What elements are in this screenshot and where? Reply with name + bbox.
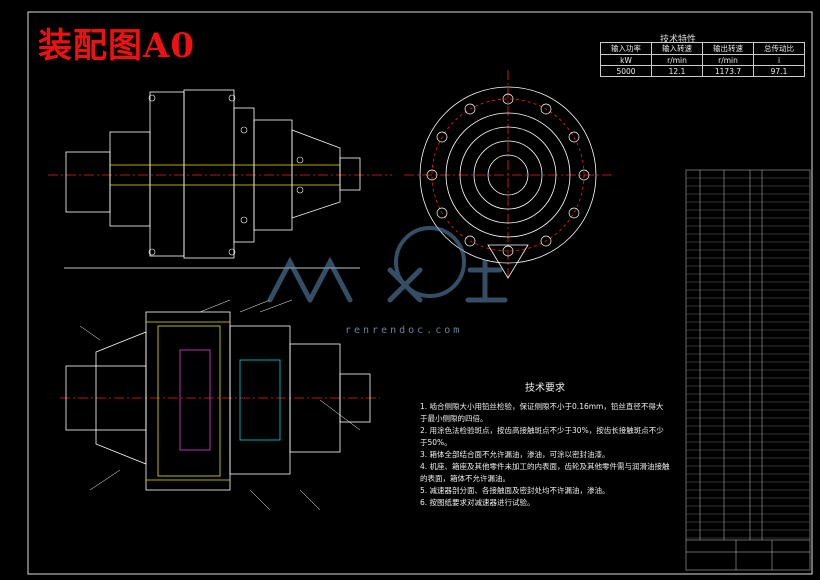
- spec-unit: r/min: [651, 54, 703, 66]
- section-leader-lines: [79, 299, 361, 511]
- spec-header: 输入转速: [651, 42, 703, 55]
- requirement-item: 1. 啮合侧隙大小用铅丝检验，保证侧隙不小于0.16mm，铅丝直径不得大于最小侧…: [420, 402, 664, 423]
- spec-value: 1173.7: [702, 65, 754, 77]
- end-view: [404, 70, 612, 280]
- requirement-item: 2. 用涂色法检验斑点，按齿高接触斑点不少于30%，按齿长接触斑点不少于50%。: [420, 426, 664, 447]
- spec-value: 12.1: [651, 65, 703, 77]
- section-view: [60, 311, 380, 491]
- spec-table: 输入功率 输入转速 输出转速 总传动比 kW r/min r/min i 500…: [600, 42, 805, 77]
- watermark-site: renrendoc.com: [345, 325, 463, 336]
- parts-list-rows: [686, 177, 810, 539]
- requirement-item: 5. 减速器剖分面、各接触面及密封处均不许漏油，渗油。: [420, 486, 610, 495]
- title-block: [686, 540, 810, 570]
- requirement-item: 4. 机座、箱座及其他零件未加工的内表面，齿轮及其他零件需与润滑油接触的表面，箱…: [420, 462, 670, 483]
- side-view-bolts: [148, 94, 304, 256]
- side-view: [48, 89, 392, 269]
- spec-unit: kW: [600, 54, 652, 66]
- requirement-item: 6. 按图纸要求对减速器进行试验。: [420, 498, 535, 507]
- drawing-border: [27, 11, 813, 575]
- spec-table-heading: 技术特性: [660, 35, 697, 45]
- spec-unit: r/min: [702, 54, 754, 66]
- requirement-item: 3. 箱体全部结合面不允许漏油，渗油，可涂以密封油漆。: [420, 450, 610, 459]
- spec-header: 输出转速: [702, 42, 754, 55]
- technical-requirements-heading: 技术要求: [525, 383, 565, 394]
- spec-header: 总传动比: [753, 42, 805, 55]
- technical-requirements: 技术要求 1. 啮合侧隙大小用铅丝检验，保证侧隙不小于0.16mm，铅丝直径不得…: [420, 383, 670, 509]
- spec-header: 输入功率: [600, 42, 652, 55]
- spec-value: 97.1: [753, 65, 805, 77]
- spec-value: 5000: [600, 65, 652, 77]
- drawing-title: 装配图A0: [38, 26, 196, 66]
- end-view-bolt-circle: [426, 93, 590, 257]
- spec-unit: i: [753, 54, 805, 66]
- watermark-logo: [267, 226, 508, 303]
